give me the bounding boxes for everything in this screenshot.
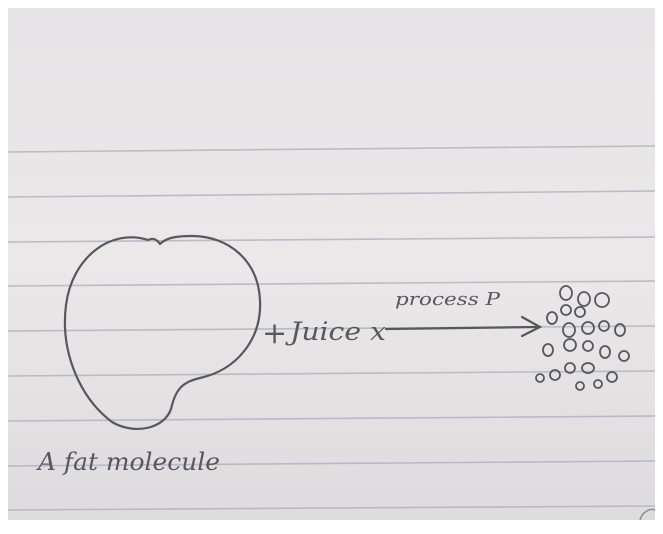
product-circle [542, 343, 554, 357]
product-circle [581, 362, 595, 374]
product-circle [577, 291, 591, 307]
product-circle [574, 306, 586, 318]
process-label: process P [395, 289, 501, 310]
rule-line [7, 236, 656, 243]
notebook-paper [8, 8, 655, 520]
molecule-caption: A fat molecule [36, 448, 220, 476]
rule-line [7, 505, 656, 511]
plus-sign: + [262, 316, 287, 351]
product-circle [559, 285, 573, 301]
product-circle [614, 323, 626, 337]
rule-line [7, 370, 656, 377]
product-circle [560, 304, 572, 316]
product-circle [549, 369, 561, 381]
product-circle [599, 345, 611, 359]
product-circle [581, 321, 595, 335]
product-circle [598, 320, 610, 332]
rule-line [7, 460, 656, 467]
reactant-label: Juice x [284, 317, 386, 346]
product-circle [546, 311, 558, 325]
reaction-arrow [384, 315, 543, 338]
product-pieces [535, 285, 630, 391]
product-circle [563, 338, 577, 352]
rule-line [7, 280, 656, 287]
product-circle [564, 362, 576, 374]
rule-line [7, 325, 656, 332]
fat-molecule-shape [63, 234, 262, 430]
product-circle [618, 350, 630, 362]
rule-line [7, 415, 656, 422]
product-circle [575, 381, 585, 391]
corner-mark [639, 508, 656, 521]
product-circle [582, 340, 594, 352]
product-circle [535, 373, 545, 383]
product-circle [594, 292, 610, 308]
product-circle [562, 322, 576, 338]
rule-line [7, 145, 656, 153]
rule-line [7, 190, 656, 198]
product-circle [606, 371, 618, 383]
product-circle [593, 379, 603, 389]
ruled-lines [7, 145, 656, 511]
